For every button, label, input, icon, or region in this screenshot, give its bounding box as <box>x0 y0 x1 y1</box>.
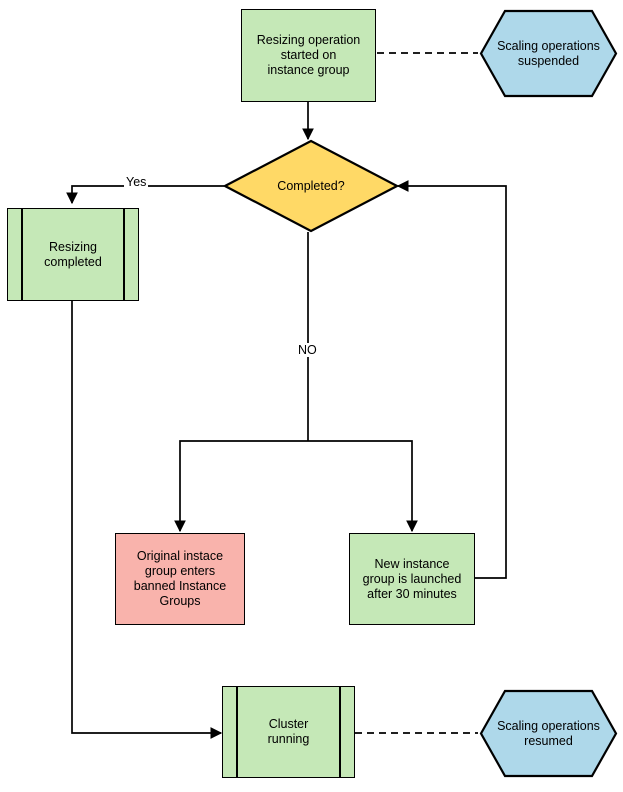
node-completed-decision-label: Completed? <box>277 178 345 193</box>
node-original-group-banned[interactable]: Original instace group enters banned Ins… <box>115 533 245 625</box>
edge-decision-yes <box>66 185 224 205</box>
edge-no-to-new-group <box>308 440 418 533</box>
edge-label-no: NO <box>296 343 319 357</box>
node-scaling-resumed[interactable]: Scaling operations resumed <box>479 689 618 778</box>
node-resizing-completed[interactable]: Resizing completed <box>7 208 139 301</box>
node-resizing-started[interactable]: Resizing operation started on instance g… <box>241 9 376 102</box>
predef-right-bar <box>339 687 341 777</box>
node-original-group-banned-label: Original instace group enters banned Ins… <box>133 549 227 608</box>
node-new-group-launched[interactable]: New instance group is launched after 30 … <box>349 533 475 625</box>
node-resizing-started-label: Resizing operation started on instance g… <box>256 33 361 77</box>
predef-right-bar <box>123 209 125 300</box>
predef-left-bar <box>236 687 238 777</box>
node-scaling-suspended-label: Scaling operations suspended <box>497 38 600 68</box>
node-completed-decision[interactable]: Completed? <box>223 139 399 233</box>
node-scaling-suspended[interactable]: Scaling operations suspended <box>479 9 618 98</box>
edge-no-to-banned <box>174 440 308 533</box>
node-cluster-running-label: Cluster running <box>267 717 310 746</box>
node-cluster-running[interactable]: Cluster running <box>222 686 355 778</box>
node-new-group-launched-label: New instance group is launched after 30 … <box>362 556 462 601</box>
node-scaling-resumed-label: Scaling operations resumed <box>497 718 600 748</box>
predef-left-bar <box>21 209 23 300</box>
edge-completed-to-cluster <box>71 301 223 739</box>
edge-new-group-to-decision <box>396 180 507 579</box>
node-resizing-completed-label: Resizing completed <box>44 239 102 269</box>
edge-label-yes: Yes <box>124 175 149 189</box>
